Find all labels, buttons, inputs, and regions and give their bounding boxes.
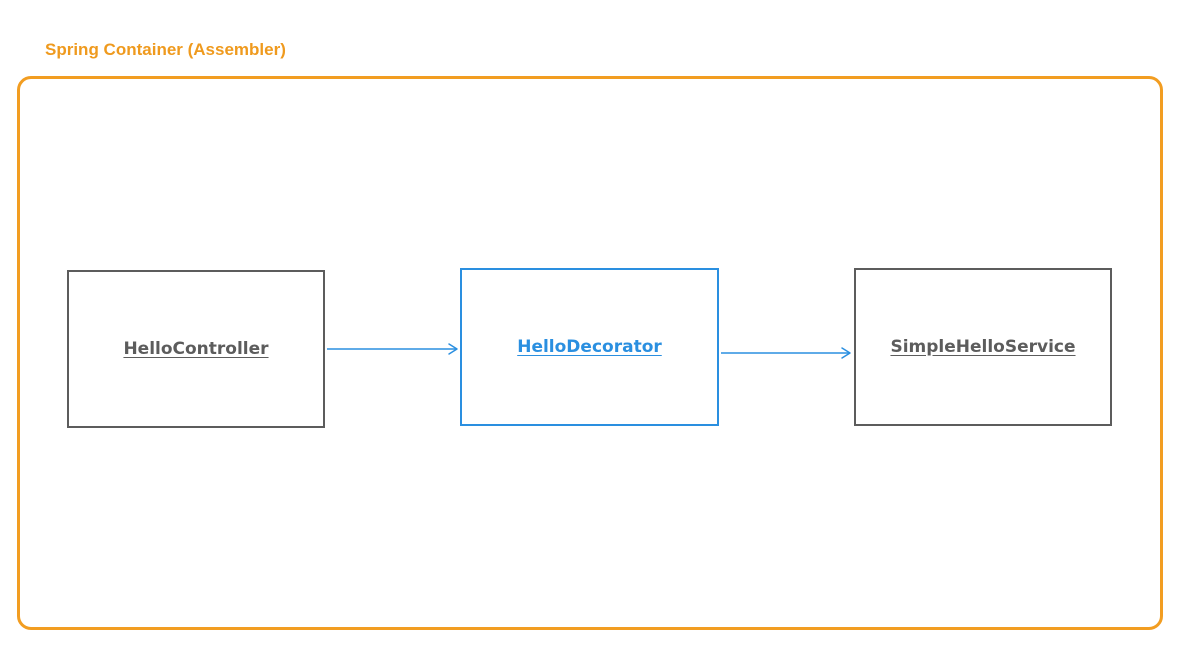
hello-controller-box[interactable]: HelloController — [67, 270, 325, 428]
hello-decorator-label: HelloDecorator — [517, 337, 662, 357]
spring-container-frame — [17, 76, 1163, 630]
simple-hello-service-box[interactable]: SimpleHelloService — [854, 268, 1112, 426]
container-title: Spring Container (Assembler) — [45, 40, 286, 59]
hello-decorator-box[interactable]: HelloDecorator — [460, 268, 719, 426]
hello-controller-label: HelloController — [123, 339, 269, 359]
simple-hello-service-label: SimpleHelloService — [890, 337, 1076, 357]
